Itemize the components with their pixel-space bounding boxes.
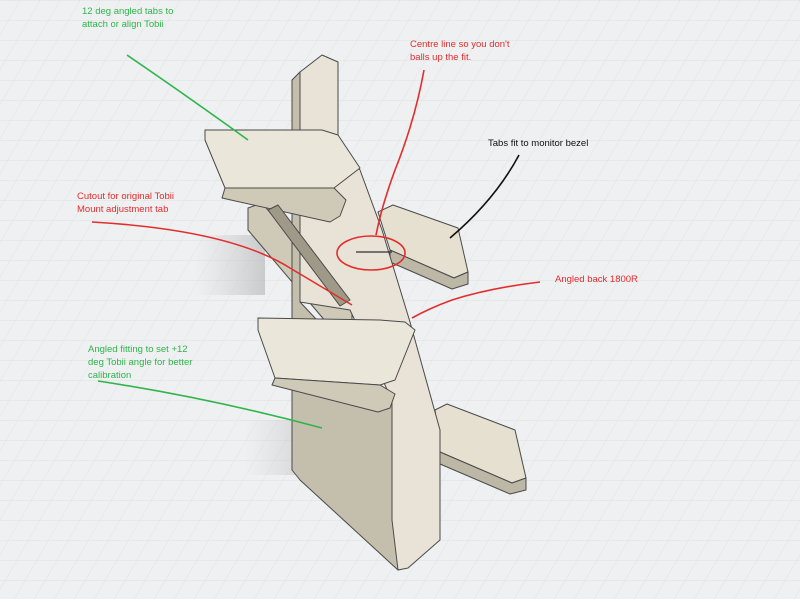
note-angled-tabs: 12 deg angled tabs to attach or align To…	[82, 5, 173, 31]
note-centre-line-line2: balls up the fit.	[410, 52, 472, 63]
note-angled-fitting-line3: calibration	[88, 370, 132, 381]
note-angled-tabs-line2: attach or align Tobii	[82, 19, 164, 30]
leader-centre-line	[375, 69, 425, 236]
lower-arm-front	[271, 377, 396, 413]
bracket-model	[204, 54, 527, 571]
shadow-upper	[195, 235, 265, 295]
note-tabs-fit-line1: Tabs fit to monitor bezel	[488, 138, 589, 149]
note-cutout-line2: Mount adjustment tab	[77, 204, 169, 215]
note-centre-line-line1: Centre line so you don't	[410, 39, 510, 50]
note-centre-line: Centre line so you don't balls up the fi…	[410, 38, 510, 64]
upper-arm-front	[221, 187, 347, 223]
leader-tabs-fit	[449, 154, 520, 239]
note-angled-back: Angled back 1800R	[555, 273, 638, 286]
leader-angled-back	[411, 281, 541, 319]
note-angled-tabs-line1: 12 deg angled tabs to	[82, 6, 174, 17]
cutout-channel	[267, 204, 351, 307]
centre-line-highlight-circle	[336, 235, 406, 271]
note-tabs-fit: Tabs fit to monitor bezel	[488, 137, 588, 150]
note-angled-fitting: Angled fitting to set +12 deg Tobii angl…	[88, 343, 192, 382]
note-cutout: Cutout for original Tobii Mount adjustme…	[77, 190, 174, 216]
note-angled-fitting-line2: deg Tobii angle for better	[88, 357, 193, 368]
upper-arm-top	[204, 129, 361, 189]
leader-angled-tabs	[126, 54, 249, 141]
note-angled-fitting-line1: Angled fitting to set +12	[88, 344, 188, 355]
lower-arm-top	[257, 317, 416, 386]
leader-cutout	[91, 221, 353, 306]
note-angled-back-line1: Angled back 1800R	[555, 274, 638, 285]
note-cutout-line1: Cutout for original Tobii	[77, 191, 174, 202]
leader-angled-fitting	[97, 380, 323, 429]
